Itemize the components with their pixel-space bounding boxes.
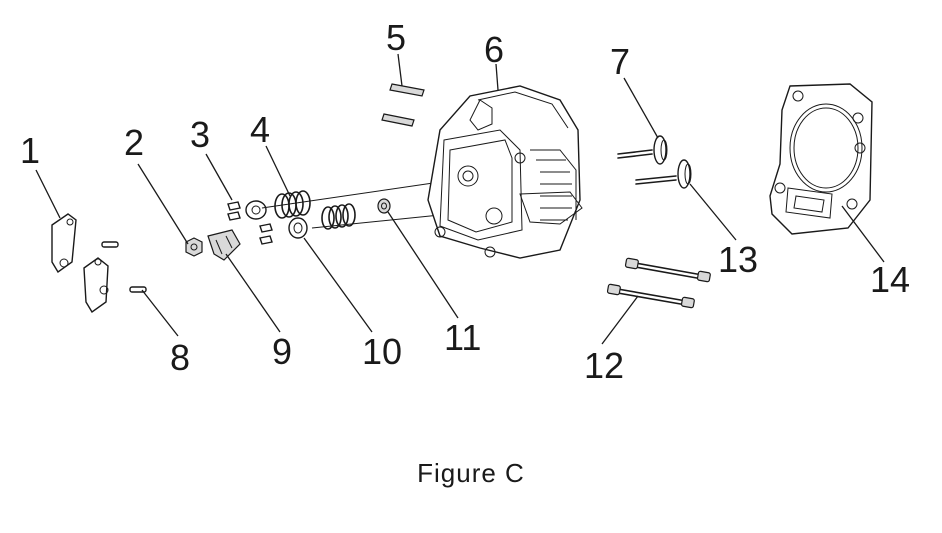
stud-upper [389,83,425,97]
head-gasket [769,83,873,235]
leader-13 [689,183,737,241]
callout-14: 14 [870,259,910,300]
leader-11 [387,211,459,319]
leader-4 [265,145,291,197]
leader-10 [303,237,373,333]
intake-valve [617,135,668,165]
exhaust-valve [635,159,692,189]
callout-10: 10 [362,331,402,372]
spring-retainer-upper [245,200,267,220]
callout-3: 3 [190,114,210,155]
leader-7 [623,77,659,139]
leader-8 [141,289,179,337]
leader-lines [35,53,885,345]
callout-labels: 1 2 3 4 5 6 7 8 9 10 11 12 13 14 [20,17,910,386]
leader-14 [841,205,885,263]
valve-spring-lower [321,203,356,230]
callout-13: 13 [718,239,758,280]
valve-spring-upper [274,190,311,219]
leader-1 [35,169,61,219]
callout-9: 9 [272,331,292,372]
push-rod-guide [207,229,241,261]
callout-2: 2 [124,122,144,163]
push-rod-upper [624,257,711,283]
callout-6: 6 [484,29,504,70]
callout-7: 7 [610,41,630,82]
leader-5 [397,53,403,87]
adjusting-nut [185,237,203,257]
spring-retainer-lower [288,217,308,239]
callout-12: 12 [584,345,624,386]
leader-2 [137,163,189,245]
rocker-arm-lower [83,257,109,314]
callout-4: 4 [250,109,270,150]
stud-lower [381,113,415,127]
leader-9 [225,253,281,333]
callout-8: 8 [170,337,190,378]
push-rod-lower [606,283,695,309]
valve-stem-seal [377,198,391,214]
leader-3 [205,153,233,201]
leader-6 [495,63,499,91]
pivot-pin-upper [101,241,119,248]
leader-12 [601,295,639,345]
callout-1: 1 [20,130,40,171]
callout-11: 11 [444,317,481,358]
cylinder-head [427,85,583,259]
figure-caption: Figure C [417,458,525,488]
rocker-arm-upper [51,213,77,274]
valve-keepers [227,201,273,245]
callout-5: 5 [386,17,406,58]
